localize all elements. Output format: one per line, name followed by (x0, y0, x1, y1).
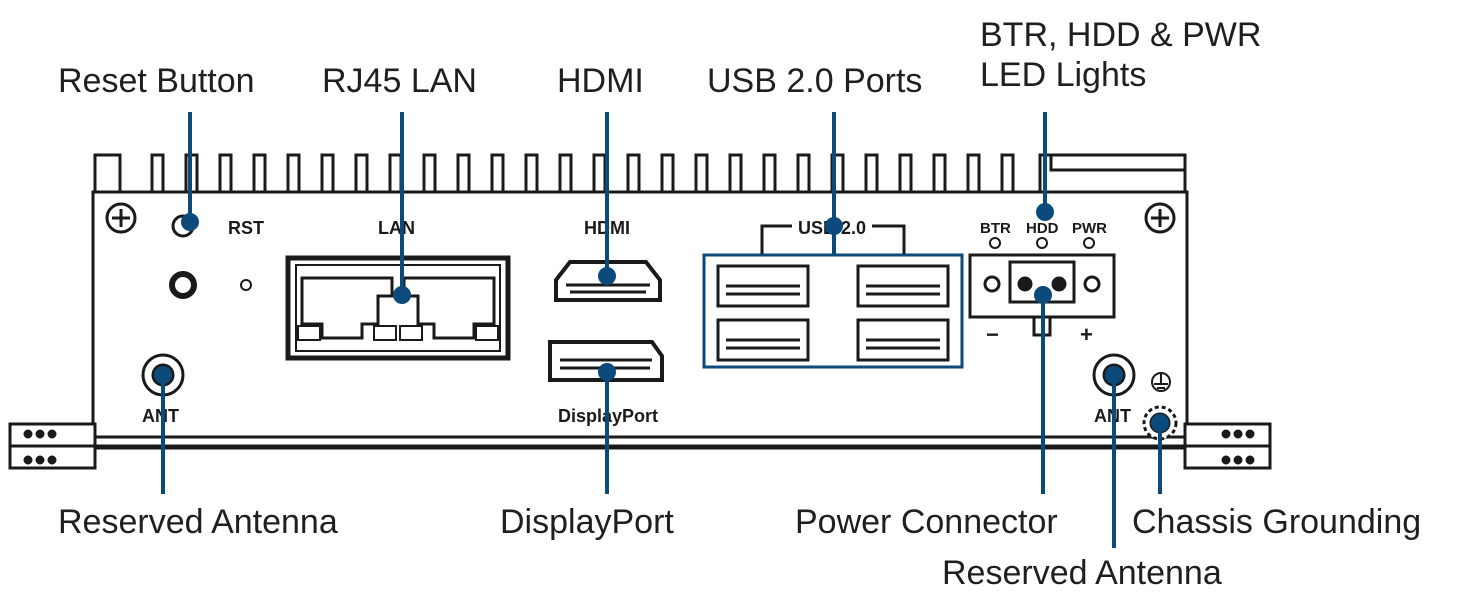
panel-label-minus: − (986, 322, 999, 347)
callout-power-connector: Power Connector (795, 503, 1058, 541)
callout-displayport: DisplayPort (500, 503, 674, 541)
panel-label-plus: + (1080, 322, 1093, 347)
panel-label-btr: BTR (980, 220, 1011, 237)
usb-bracket (760, 224, 906, 254)
panel-label-ant-left: ANT (142, 406, 179, 426)
usb-ports (716, 264, 950, 362)
callout-reserved-antenna-left: Reserved Antenna (58, 503, 338, 541)
screw-right-icon (1144, 202, 1176, 234)
callout-led-lights-line1: BTR, HDD & PWR (980, 16, 1262, 54)
mounting-bracket-left (8, 422, 97, 470)
callout-reset-button: Reset Button (58, 62, 255, 100)
callout-chassis-grounding: Chassis Grounding (1132, 503, 1422, 541)
mounting-bracket-right (1183, 422, 1272, 470)
heatsink-fins (93, 153, 1187, 192)
led-indicators (989, 237, 1095, 249)
panel-label-hdd: HDD (1026, 220, 1059, 237)
panel-label-lan: LAN (378, 218, 415, 238)
leader-lines (154, 112, 1169, 548)
callout-hdmi: HDMI (557, 62, 644, 100)
callout-rj45-lan: RJ45 LAN (322, 62, 477, 100)
panel-label-pwr: PWR (1072, 220, 1107, 237)
chassis-body (10, 190, 1270, 450)
screw-left-icon (105, 202, 137, 234)
ground-symbol-icon (1151, 372, 1171, 392)
callout-usb-ports: USB 2.0 Ports (707, 62, 923, 100)
callout-led-lights-line2: LED Lights (980, 56, 1147, 94)
rj45-lan-ports (285, 255, 511, 361)
hdmi-port (554, 260, 662, 302)
callout-reserved-antenna-right: Reserved Antenna (942, 554, 1222, 592)
panel-label-rst: RST (228, 218, 264, 238)
